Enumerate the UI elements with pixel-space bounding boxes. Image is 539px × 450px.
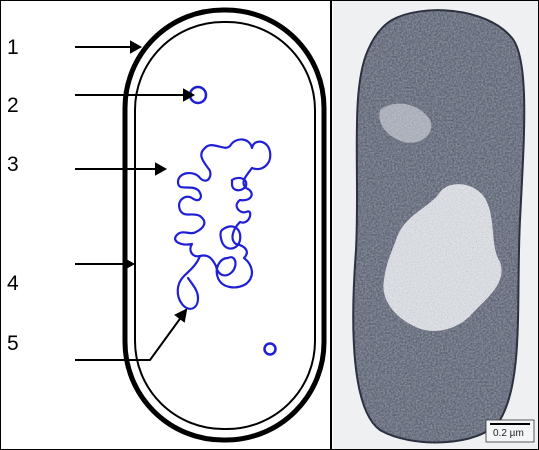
scale-bar-label: 0.2 µm	[493, 428, 524, 439]
label-5: 5	[7, 333, 19, 354]
label-1: 1	[7, 37, 19, 58]
label-4: 4	[7, 273, 19, 294]
label-2: 2	[7, 95, 19, 116]
label-3: 3	[7, 154, 19, 175]
